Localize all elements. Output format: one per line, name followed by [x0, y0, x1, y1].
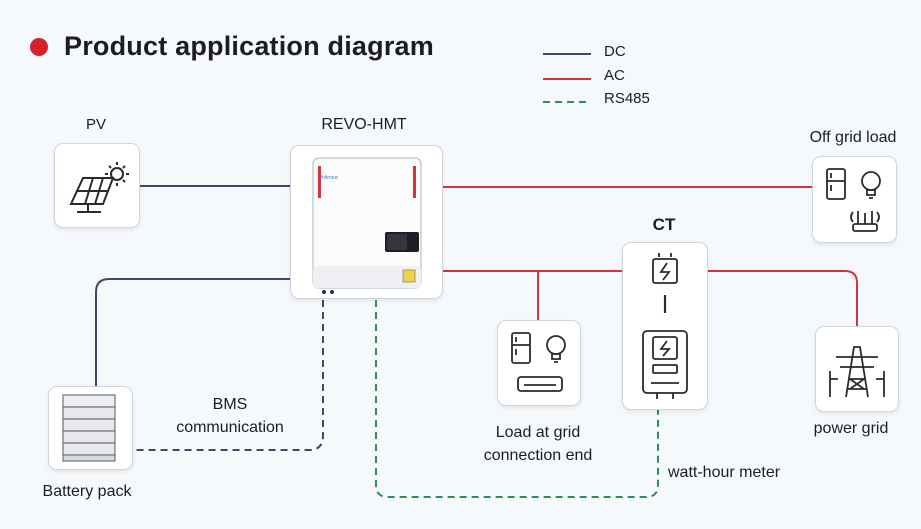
dc-line-battery-inverter: [95, 278, 292, 386]
power-grid-label: power grid: [813, 420, 889, 437]
legend-label-rs485: RS485: [604, 90, 650, 107]
load-grid-label-line2: connection end: [483, 447, 593, 464]
legend-label-ac: AC: [604, 67, 625, 84]
battery-node: [48, 386, 133, 470]
ac-line-grid: [442, 270, 858, 326]
page-title: Product application diagram: [64, 31, 434, 61]
legend-label-dc: DC: [604, 43, 626, 60]
current-transformer-icon: [652, 253, 678, 313]
bms-label-line1: BMS: [212, 396, 248, 413]
meter-label: watt-hour meter: [668, 464, 781, 481]
load-grid-node: [497, 320, 581, 406]
battery-label: Battery pack: [42, 483, 132, 500]
power-grid-node: [815, 326, 899, 412]
power-tower-icon: [829, 346, 885, 398]
inverter-label: REVO-HMT: [321, 116, 407, 133]
svg-text:Voltronic: Voltronic: [319, 175, 339, 181]
electric-meter-icon: [642, 330, 688, 399]
legend-line-rs485: [543, 101, 591, 103]
appliances-icon: [826, 168, 881, 232]
ct-meter-node: [622, 242, 708, 410]
legend-line-dc: [543, 53, 591, 55]
inverter-icon: Voltronic: [312, 157, 422, 294]
off-grid-load-label: Off grid load: [809, 129, 897, 146]
appliances-icon: [511, 332, 566, 392]
battery-rack-icon: [62, 394, 116, 462]
pv-label: PV: [85, 116, 107, 133]
rs485-line-bms: [134, 300, 324, 451]
off-grid-load-node: [812, 156, 897, 243]
solar-panel-icon: [69, 162, 129, 213]
pv-node: [54, 143, 140, 228]
legend-line-ac: [543, 78, 591, 80]
load-grid-label-line1: Load at grid: [495, 424, 581, 441]
title-bullet: [30, 38, 48, 56]
ct-label: CT: [652, 215, 676, 234]
bms-label-line2: communication: [176, 419, 284, 436]
inverter-node: Voltronic: [290, 145, 443, 299]
